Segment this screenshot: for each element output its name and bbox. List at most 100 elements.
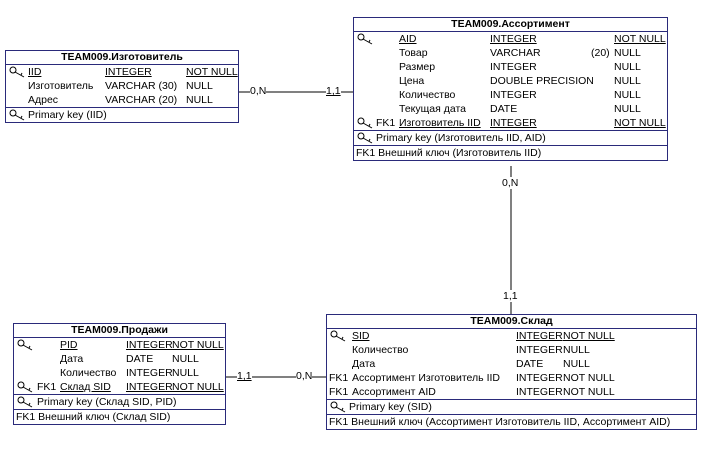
card-izg-side: 0,N (250, 85, 267, 97)
key-icon (330, 401, 346, 413)
foreign-key-section[interactable]: FK1 Внешний ключ (Изготовитель IID) (354, 146, 667, 160)
attr-size: (20) (591, 47, 610, 59)
primary-key-section[interactable]: Primary key (Склад SID, PID) (14, 395, 225, 410)
key-icon (330, 330, 346, 342)
attr-null: NULL (186, 94, 213, 106)
attribute-row[interactable]: Количество INTEGER NULL (327, 343, 696, 357)
attribute-row[interactable]: Размер INTEGER NULL (354, 60, 667, 74)
entity-assortiment[interactable]: TEAM009.Ассортимент AID INTEGER NOT NULL… (353, 17, 668, 161)
attr-name: Изготовитель (28, 80, 94, 92)
key-icon (357, 117, 373, 129)
attribute-row[interactable]: Цена DOUBLE PRECISION NULL (354, 74, 667, 88)
attribute-row[interactable]: Товар VARCHAR (20) NULL (354, 46, 667, 60)
foreign-key-section[interactable]: FK1 Внешний ключ (Склад SID) (14, 410, 225, 424)
attr-null: NULL (614, 89, 641, 101)
attr-name: Цена (399, 75, 425, 87)
attr-name: Ассортимент AID (352, 386, 436, 398)
entity-izgotovitel[interactable]: TEAM009.Изготовитель IID INTEGER NOT NUL… (5, 50, 239, 123)
attr-name: Склад SID (60, 381, 111, 393)
attr-name: SID (352, 330, 370, 342)
attribute-row[interactable]: Адрес VARCHAR (20) NULL (6, 93, 238, 107)
attr-null: NULL (563, 344, 590, 356)
attr-null: NULL (614, 47, 641, 59)
card-assort-side: 1,1 (326, 85, 341, 97)
attr-type: VARCHAR (490, 47, 541, 59)
attr-null: NOT NULL (563, 372, 615, 384)
attribute-row[interactable]: FK1 Склад SID INTEGER NOT NULL (14, 380, 225, 394)
attr-type: DOUBLE PRECISION (490, 75, 594, 87)
key-icon (17, 381, 33, 393)
attribute-row[interactable]: SID INTEGER NOT NULL (327, 329, 696, 343)
entity-title: TEAM009.Изготовитель (6, 51, 238, 65)
attr-null: NULL (172, 367, 199, 379)
primary-key-label: Primary key (IID) (28, 109, 107, 121)
attr-null: NOT NULL (172, 381, 224, 393)
attribute-row[interactable]: FK1 Изготовитель IID INTEGER NOT NULL (354, 116, 667, 130)
attr-fk: FK1 (329, 372, 349, 384)
attribute-row[interactable]: Текущая дата DATE NULL (354, 102, 667, 116)
entity-sklad[interactable]: TEAM009.Склад SID INTEGER NOT NULL Колич… (326, 314, 697, 430)
primary-key-label: Primary key (Изготовитель IID, AID) (376, 132, 546, 144)
entity-prodazhi[interactable]: TEAM009.Продажи PID INTEGER NOT NULL Дат… (13, 323, 226, 425)
attribute-list: IID INTEGER NOT NULL Изготовитель VARCHA… (6, 65, 238, 108)
card-prod-side: 1,1 (237, 370, 252, 382)
attr-name: Изготовитель IID (399, 117, 481, 129)
attr-name: Дата (60, 353, 84, 365)
attr-name: IID (28, 66, 42, 78)
attribute-row[interactable]: Дата DATE NULL (327, 357, 696, 371)
attr-name: AID (399, 33, 417, 45)
attr-name: PID (60, 339, 78, 351)
attr-type: INTEGER (516, 344, 563, 356)
attribute-list: SID INTEGER NOT NULL Количество INTEGER … (327, 329, 696, 400)
primary-key-section[interactable]: Primary key (IID) (6, 108, 238, 122)
attribute-row[interactable]: FK1 Ассортимент Изготовитель IID INTEGER… (327, 371, 696, 385)
attribute-row[interactable]: Количество INTEGER NULL (354, 88, 667, 102)
foreign-key-section[interactable]: FK1 Внешний ключ (Ассортимент Изготовите… (327, 415, 696, 429)
attribute-row[interactable]: Изготовитель VARCHAR (30) NULL (6, 79, 238, 93)
attr-null: NULL (172, 353, 199, 365)
key-icon (9, 66, 25, 78)
attr-null: NULL (614, 75, 641, 87)
attr-null: NULL (614, 61, 641, 73)
attr-null: NOT NULL (186, 66, 238, 78)
attr-name: Текущая дата (399, 103, 466, 115)
attribute-row[interactable]: FK1 Ассортимент AID INTEGER NOT NULL (327, 385, 696, 399)
card-assort-bottom: 0,N (502, 177, 519, 189)
attribute-list: PID INTEGER NOT NULL Дата DATE NULL Коли… (14, 338, 225, 395)
attribute-row[interactable]: Дата DATE NULL (14, 352, 225, 366)
attr-type: INTEGER (126, 367, 173, 379)
attr-type: INTEGER (490, 61, 537, 73)
attribute-row[interactable]: AID INTEGER NOT NULL (354, 32, 667, 46)
attr-type: DATE (516, 358, 544, 370)
attr-name: Размер (399, 61, 436, 73)
attribute-row[interactable]: Количество INTEGER NULL (14, 366, 225, 380)
attr-type: INTEGER (126, 381, 173, 393)
attr-type: VARCHAR (30) (105, 80, 178, 92)
entity-title: TEAM009.Склад (327, 315, 696, 329)
attr-null: NOT NULL (614, 33, 666, 45)
attribute-row[interactable]: PID INTEGER NOT NULL (14, 338, 225, 352)
attr-type: INTEGER (516, 330, 563, 342)
primary-key-section[interactable]: Primary key (Изготовитель IID, AID) (354, 131, 667, 146)
attr-type: INTEGER (490, 89, 537, 101)
attr-null: NOT NULL (614, 117, 666, 129)
attr-null: NOT NULL (172, 339, 224, 351)
attr-name: Дата (352, 358, 376, 370)
attr-null: NOT NULL (563, 330, 615, 342)
key-icon (9, 109, 25, 121)
attr-fk: FK1 (329, 386, 349, 398)
attr-fk: FK1 (376, 117, 396, 129)
attr-type: INTEGER (516, 386, 563, 398)
attr-type: INTEGER (126, 339, 173, 351)
primary-key-section[interactable]: Primary key (SID) (327, 400, 696, 415)
attr-type: DATE (490, 103, 518, 115)
attr-null: NOT NULL (563, 386, 615, 398)
attr-type: INTEGER (516, 372, 563, 384)
attr-name: Количество (399, 89, 456, 101)
attr-fk: FK1 (37, 381, 57, 393)
attr-null: NULL (563, 358, 590, 370)
attr-null: NULL (614, 103, 641, 115)
attr-type: DATE (126, 353, 154, 365)
card-sklad-top: 1,1 (503, 290, 518, 302)
attribute-row[interactable]: IID INTEGER NOT NULL (6, 65, 238, 79)
